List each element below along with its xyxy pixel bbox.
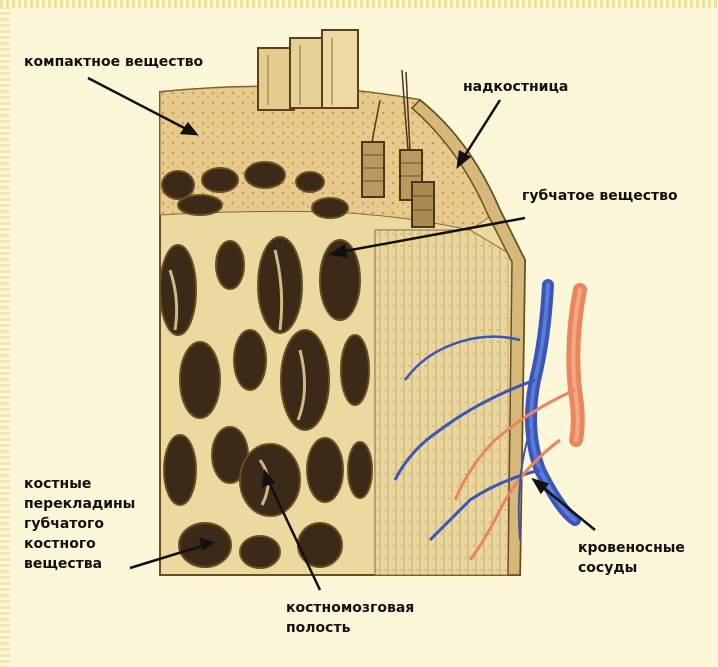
label-spongy-bone: губчатое вещество: [522, 186, 678, 206]
compact-bone-plates: [258, 30, 358, 110]
label-compact-bone: компактное вещество: [24, 52, 203, 72]
label-blood-vessels: кровеносные сосуды: [578, 538, 685, 578]
label-trabeculae: костные перекладины губчатого костного в…: [24, 474, 135, 574]
periosteum-pointer: [462, 100, 500, 160]
label-marrow-cavity: костномозговая полость: [286, 598, 414, 638]
vessels-pointer: [540, 485, 595, 530]
label-periosteum: надкостница: [463, 77, 568, 97]
